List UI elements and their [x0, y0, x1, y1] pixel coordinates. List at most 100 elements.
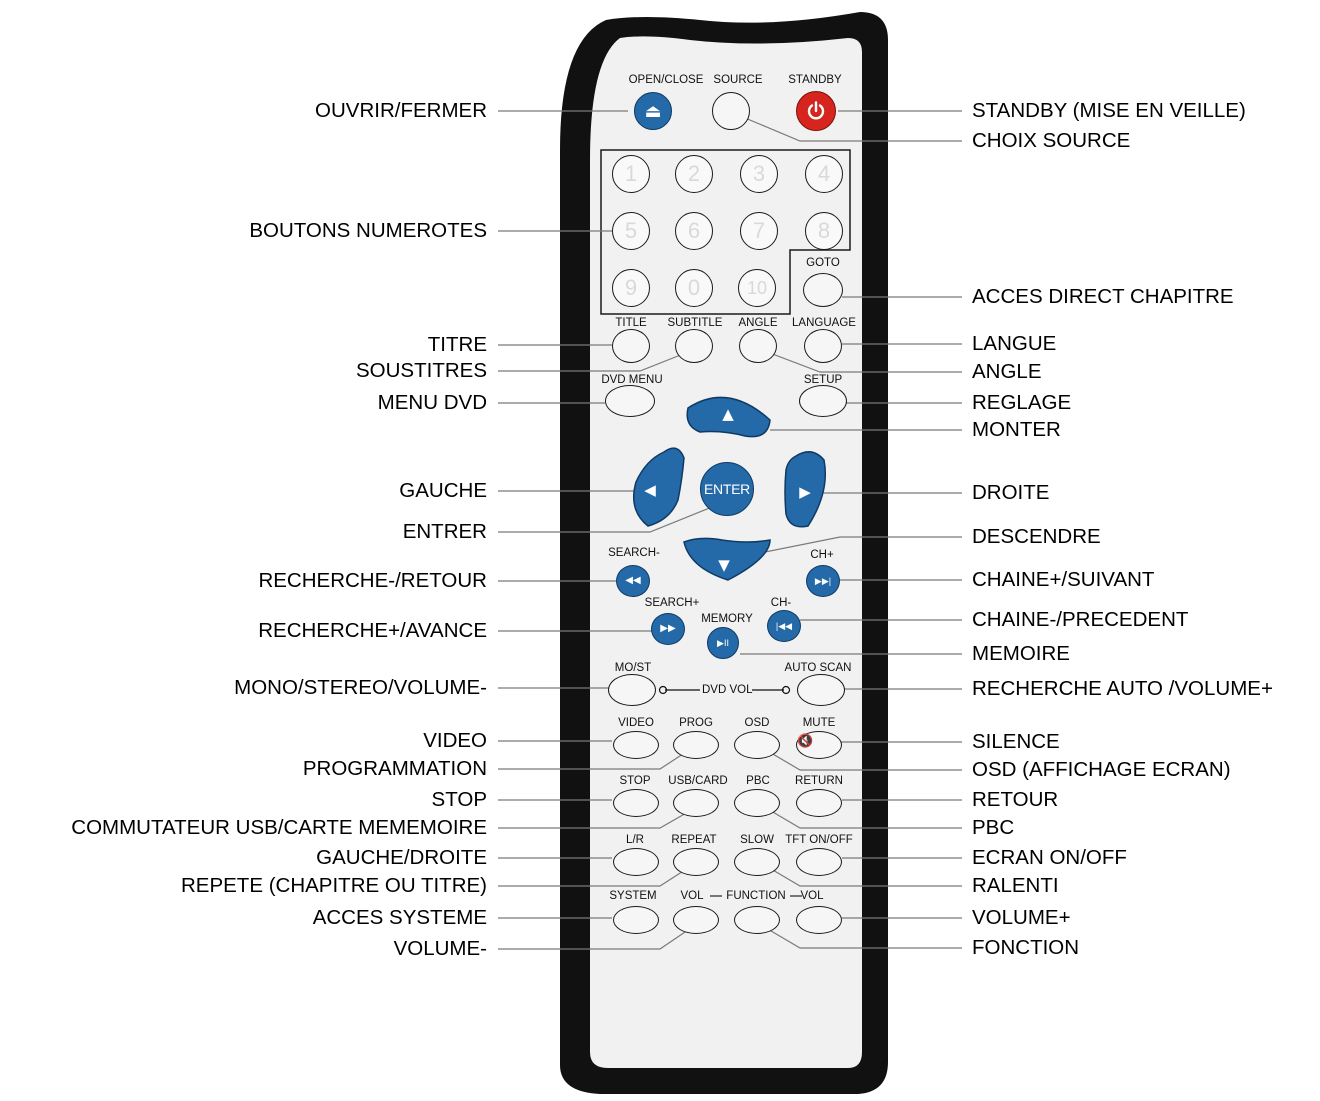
vol-minus-button[interactable]	[673, 906, 719, 934]
source-button[interactable]	[712, 92, 750, 130]
slow-button[interactable]	[734, 848, 780, 876]
number-button-8[interactable]: 8	[805, 212, 843, 250]
number-button-9[interactable]: 9	[612, 269, 650, 307]
callout-monter: MONTER	[972, 418, 1061, 441]
goto-button[interactable]	[803, 273, 843, 307]
arrow-left-icon: ◀	[644, 481, 656, 499]
number-button-7[interactable]: 7	[740, 212, 778, 250]
callout-rechplus: RECHERCHE+/AVANCE	[258, 619, 487, 642]
digit-label: 5	[624, 218, 638, 243]
callout-pbc: PBC	[972, 816, 1015, 839]
auto-scan-button[interactable]	[797, 674, 845, 706]
callout-ouvrir: OUVRIR/FERMER	[315, 99, 487, 122]
label-goto: GOTO	[806, 257, 840, 269]
system-button[interactable]	[613, 906, 659, 934]
label-language: LANGUAGE	[792, 317, 856, 329]
setup-button[interactable]	[799, 385, 847, 417]
label-memory: MEMORY	[701, 613, 753, 625]
callout-entrer: ENTRER	[402, 520, 487, 543]
label-mute: MUTE	[802, 717, 836, 729]
video-button[interactable]	[613, 731, 659, 759]
stop-button[interactable]	[613, 789, 659, 817]
label-function: FUNCTION	[726, 890, 786, 902]
number-button-0[interactable]: 0	[675, 269, 713, 307]
skip-next-icon: ▶▶|	[814, 575, 832, 586]
mo-st-button[interactable]	[608, 674, 656, 706]
callout-boutons: BOUTONS NUMEROTES	[249, 219, 487, 242]
callout-titre: TITRE	[427, 333, 487, 356]
number-button-6[interactable]: 6	[675, 212, 713, 250]
dpad-right	[784, 451, 827, 528]
lr-button[interactable]	[613, 848, 659, 876]
memory-button[interactable]: ▶II	[707, 627, 739, 659]
callout-menudvd: MENU DVD	[377, 391, 487, 414]
eject-icon: ⏏	[644, 101, 662, 121]
label-vol-plus: VOL	[800, 890, 824, 902]
vol-plus-button[interactable]	[796, 906, 842, 934]
label-video: VIDEO	[618, 717, 654, 729]
callout-goto: ACCES DIRECT CHAPITRE	[972, 285, 1234, 308]
label-subtitle: SUBTITLE	[667, 317, 723, 329]
dpad[interactable]	[633, 396, 827, 581]
osd-button[interactable]	[734, 731, 780, 759]
digit-label: 7	[752, 218, 766, 243]
number-button-1[interactable]: 1	[612, 155, 650, 193]
angle-button[interactable]	[739, 329, 777, 363]
label-slow: SLOW	[740, 834, 774, 846]
label-angle: ANGLE	[738, 317, 778, 329]
ch-plus-button[interactable]: ▶▶|	[806, 565, 840, 597]
digit-label: 2	[687, 161, 701, 186]
prog-button[interactable]	[673, 731, 719, 759]
pbc-button[interactable]	[734, 789, 780, 817]
callout-source: CHOIX SOURCE	[972, 129, 1131, 152]
label-search-plus: SEARCH+	[644, 597, 700, 609]
callout-volmoins: VOLUME-	[393, 937, 487, 960]
number-button-4[interactable]: 4	[805, 155, 843, 193]
callout-silence: SILENCE	[972, 730, 1060, 753]
callout-langue: LANGUE	[972, 332, 1057, 355]
callout-soustitres: SOUSTITRES	[356, 359, 487, 382]
title-button[interactable]	[612, 329, 650, 363]
repeat-button[interactable]	[673, 848, 719, 876]
label-vol-minus: VOL	[680, 890, 704, 902]
number-button-2[interactable]: 2	[675, 155, 713, 193]
callout-ecran: ECRAN ON/OFF	[972, 846, 1127, 869]
search-plus-button[interactable]: ▶▶	[651, 613, 685, 645]
arrow-up-icon: ▲	[722, 405, 734, 423]
callout-angle: ANGLE	[972, 360, 1042, 383]
dpad-down	[683, 537, 771, 581]
number-button-3[interactable]: 3	[740, 155, 778, 193]
tft-on-off-button[interactable]	[796, 848, 842, 876]
language-button[interactable]	[804, 329, 842, 363]
callout-fonction: FONCTION	[972, 936, 1080, 959]
callout-usb: COMMUTATEUR USB/CARTE MEMEMOIRE	[71, 816, 487, 839]
ch-minus-button[interactable]: |◀◀	[767, 610, 801, 642]
callout-descendre: DESCENDRE	[972, 525, 1101, 548]
mute-button[interactable]: 🔇	[796, 731, 842, 759]
callout-chmoins: CHAINE-/PRECEDENT	[972, 608, 1189, 631]
callout-gd: GAUCHE/DROITE	[316, 846, 487, 869]
callout-standby: STANDBY (MISE EN VEILLE)	[972, 99, 1246, 122]
standby-button[interactable]	[796, 91, 836, 131]
callout-rechmoins: RECHERCHE-/RETOUR	[258, 569, 487, 592]
label-system: SYSTEM	[609, 890, 657, 902]
label-repeat: REPEAT	[671, 834, 717, 846]
number-button-5[interactable]: 5	[612, 212, 650, 250]
label-setup: SETUP	[803, 374, 843, 386]
mute-icon: 🔇	[797, 733, 814, 748]
dvd-vol-label: DVD VOL	[702, 684, 753, 696]
rewind-icon: ◀◀	[625, 575, 641, 586]
function-button[interactable]	[734, 906, 780, 934]
search-minus-button[interactable]: ◀◀	[616, 565, 650, 597]
subtitle-button[interactable]	[675, 329, 713, 363]
return-button[interactable]	[796, 789, 842, 817]
callout-prog: PROGRAMMATION	[302, 757, 487, 780]
usb-card-button[interactable]	[673, 789, 719, 817]
digit-label: 3	[752, 161, 766, 186]
number-button-10[interactable]: 10	[738, 269, 776, 307]
enter-button[interactable]: ENTER	[700, 462, 754, 516]
open-close-button[interactable]: ⏏	[634, 92, 672, 130]
dvd-menu-button[interactable]	[605, 385, 655, 417]
label-search-minus: SEARCH-	[608, 547, 660, 559]
label-ch-plus: CH+	[810, 549, 834, 561]
